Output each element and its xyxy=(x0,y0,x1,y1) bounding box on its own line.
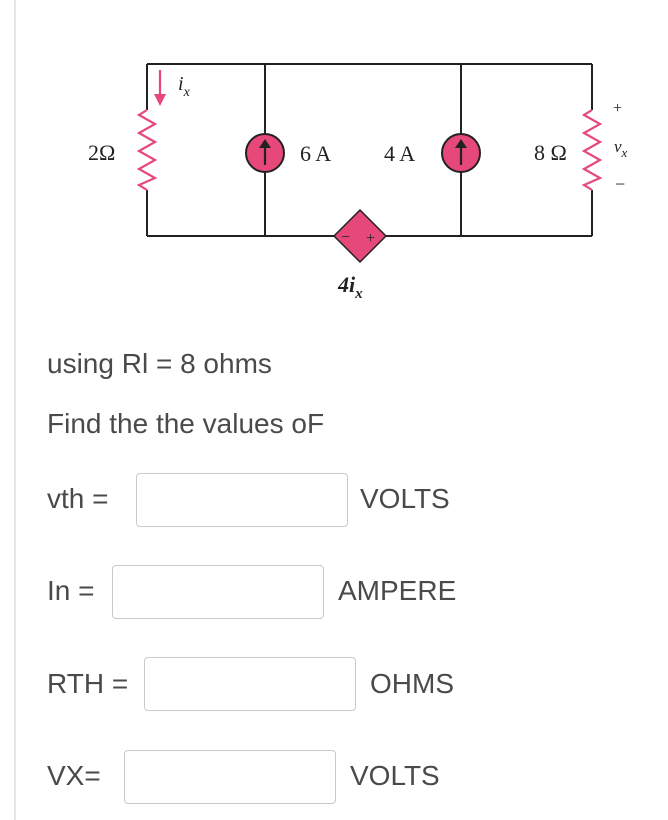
vth-input[interactable] xyxy=(136,473,348,527)
in-input[interactable] xyxy=(112,565,324,619)
resistor-left xyxy=(136,109,158,191)
vx-label: VX= xyxy=(47,760,101,791)
current-arrow-label: ix xyxy=(178,73,191,100)
given-text: using Rl = 8 ohms xyxy=(47,348,272,379)
dependent-minus-sign: − xyxy=(341,229,350,246)
resistor-right xyxy=(581,109,603,191)
voltage-plus-sign: + xyxy=(613,100,622,117)
left-divider xyxy=(14,0,16,820)
rth-label: RTH = xyxy=(47,668,129,699)
circuit-wires xyxy=(146,63,593,237)
resistor-left-label: 2Ω xyxy=(88,140,115,165)
current-source-4a xyxy=(441,133,481,173)
current-source-6a xyxy=(245,133,285,173)
dependent-voltage-source xyxy=(332,208,388,264)
vx-input[interactable] xyxy=(124,750,336,804)
current-arrow-icon xyxy=(154,70,166,106)
instruction-text: Find the the values oF xyxy=(47,408,325,439)
rth-unit: OHMS xyxy=(370,668,454,699)
voltage-minus-sign: − xyxy=(615,174,625,194)
voltage-label: vx xyxy=(614,137,628,160)
rth-input[interactable] xyxy=(144,657,356,711)
vth-label: vth = xyxy=(47,483,109,514)
current-source-6a-label: 6 A xyxy=(300,141,331,166)
vx-unit: VOLTS xyxy=(350,760,440,791)
in-unit: AMPERE xyxy=(338,575,457,606)
resistor-right-label: 8 Ω xyxy=(534,140,567,165)
dependent-plus-sign: + xyxy=(366,230,375,247)
dependent-source-label: 4ix xyxy=(337,272,363,302)
in-label: In = xyxy=(47,575,95,606)
circuit-diagram: 2Ω ix 6 A 4 A − + 4ix 8 Ω + vx − xyxy=(88,63,628,302)
vth-unit: VOLTS xyxy=(360,483,450,514)
current-source-4a-label: 4 A xyxy=(384,141,415,166)
